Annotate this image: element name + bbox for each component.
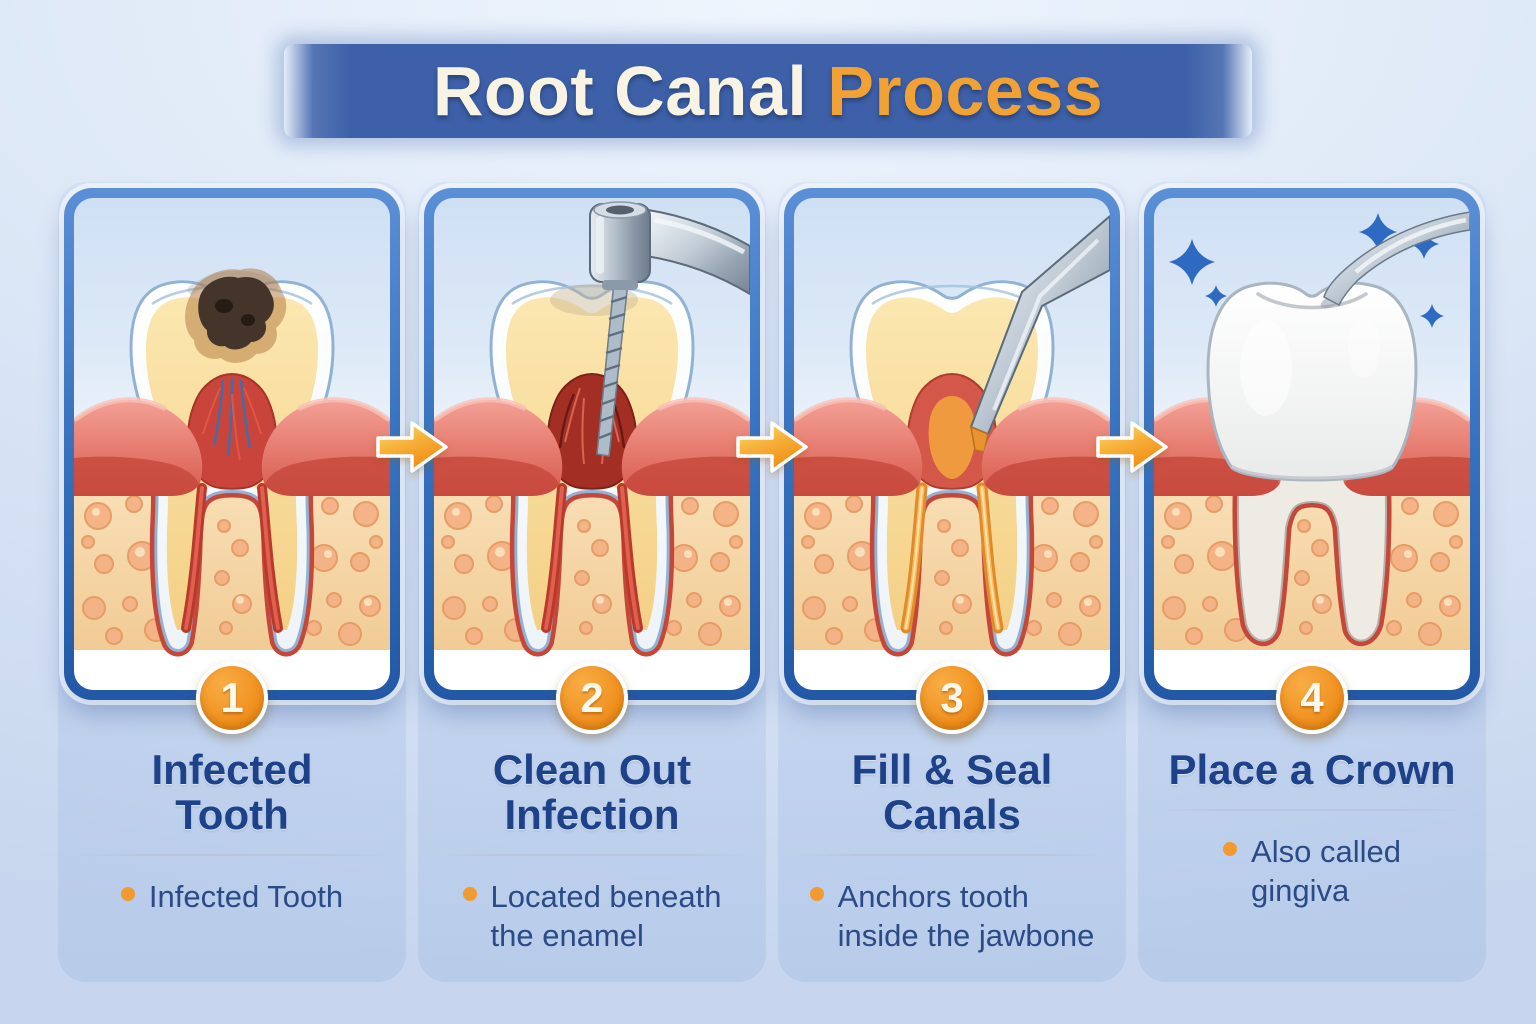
step-title: Infected Tooth — [151, 746, 313, 838]
dental-drill-handpiece — [589, 201, 750, 296]
crown-tooth — [1206, 281, 1418, 482]
step-1-illustration-card — [64, 188, 400, 700]
step-title: Place a Crown — [1168, 746, 1456, 793]
step-number: 2 — [580, 674, 604, 721]
divider — [797, 853, 1107, 856]
filling-applicator — [970, 215, 1110, 453]
step-2-column: 2 Clean Out Infection Located beneath th… — [418, 181, 766, 983]
pulp-vessels-red — [202, 387, 262, 461]
step-bullet: Infected Tooth — [64, 878, 400, 917]
infected-tooth-illustration — [74, 268, 390, 690]
step-4-column: 4 Place a Crown Also called gingiva — [1138, 181, 1486, 983]
step-number: 1 — [220, 674, 244, 721]
step-title: Clean Out Infection — [492, 746, 692, 838]
step-1-column: 1 Infected Tooth Infected Tooth — [58, 181, 406, 983]
clean-out-infection-illustration — [434, 201, 750, 690]
filling-material — [928, 396, 976, 479]
step-title: Fill & Seal Canals — [851, 746, 1053, 838]
divider — [437, 853, 747, 856]
step-number-badge: 3 — [916, 662, 988, 734]
bullet-text: Anchors tooth inside the jawbone — [837, 878, 1095, 953]
step-arrow-icon — [1096, 421, 1168, 473]
bullet-dot-icon — [1223, 841, 1238, 856]
decay-spot — [185, 268, 287, 363]
place-crown-illustration — [1154, 211, 1470, 651]
bullet-text: Located beneath the enamel — [490, 878, 722, 953]
step-number: 4 — [1300, 674, 1324, 721]
page-title-accent: Process — [827, 52, 1104, 130]
step-3-column: 3 Fill & Seal Canals Anchors tooth insid… — [778, 181, 1126, 983]
page-title: Root Canal Process — [433, 51, 1103, 131]
step-2-illustration-card — [424, 188, 760, 700]
crown-placement-instrument — [1320, 211, 1470, 309]
step-bullet: Also called gingiva — [1144, 833, 1480, 911]
title-banner: Root Canal Process — [284, 44, 1252, 138]
steps-row: 1 Infected Tooth Infected Tooth — [58, 181, 1486, 983]
step-bullet: Located beneath the enamel — [424, 878, 760, 956]
step-3-illustration-card — [784, 188, 1120, 700]
bullet-dot-icon — [462, 886, 477, 901]
step-arrow-icon — [376, 421, 448, 473]
step-arrow-icon — [736, 421, 808, 473]
bullet-text: Also called gingiva — [1251, 833, 1401, 908]
page-title-primary: Root Canal — [432, 52, 808, 130]
step-4-illustration-card — [1144, 188, 1480, 700]
bullet-text: Infected Tooth — [148, 878, 344, 914]
step-number: 3 — [940, 674, 964, 721]
step-number-badge: 4 — [1276, 662, 1348, 734]
step-number-badge: 1 — [196, 662, 268, 734]
step-bullet: Anchors tooth inside the jawbone — [784, 878, 1120, 956]
divider — [77, 853, 387, 856]
fill-seal-canals-illustration — [794, 215, 1110, 690]
divider — [1157, 808, 1467, 811]
pulp-vessels-blue — [212, 377, 252, 457]
bullet-dot-icon — [120, 886, 135, 901]
bullet-dot-icon — [809, 886, 824, 901]
step-number-badge: 2 — [556, 662, 628, 734]
